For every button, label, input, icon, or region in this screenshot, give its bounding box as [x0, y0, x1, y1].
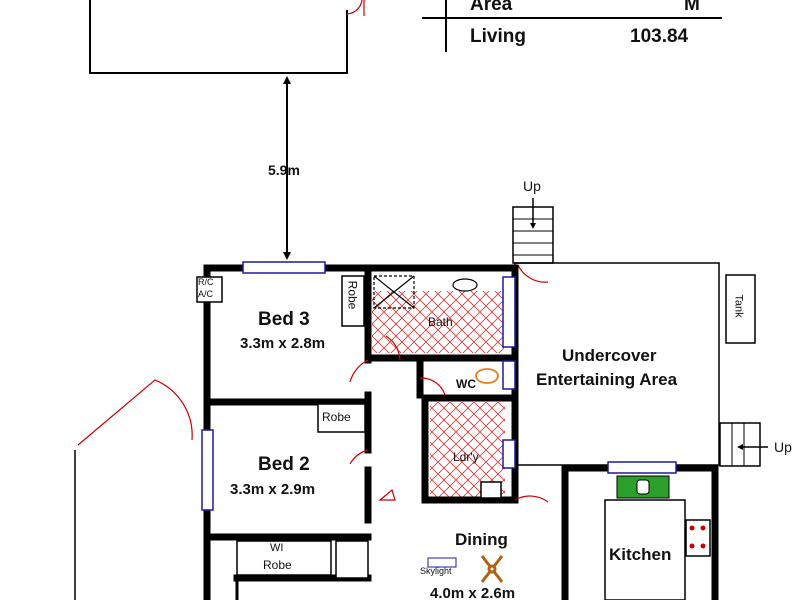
bath-fixtures [373, 275, 478, 309]
setback-label: 5.9m [268, 162, 300, 178]
wi-label: WI [270, 542, 284, 554]
bed3-name: Bed 3 [258, 309, 310, 330]
rc-ac-label-1: R/C [198, 277, 214, 287]
door-swing [517, 264, 549, 283]
fixtures [196, 275, 711, 600]
wi-robe-label: Robe [263, 558, 292, 572]
tank-label: Tank [732, 294, 745, 318]
garage-outline [89, 0, 365, 74]
rc-ac-label-2: A/C [198, 289, 214, 299]
kitchen-label: Kitchen [609, 545, 672, 564]
bed3-size: 3.3m x 2.8m [240, 335, 326, 352]
area-table-lines [422, 0, 722, 52]
rear-steps [512, 198, 554, 264]
skylight [427, 557, 457, 568]
tank [725, 274, 756, 344]
bed2-name: Bed 2 [258, 454, 310, 475]
wc-label: WC [456, 377, 476, 391]
dining-name: Dining [455, 530, 508, 549]
cooktop [689, 525, 706, 549]
toilet-icon [475, 368, 499, 384]
area-table-header-right: M [684, 0, 700, 15]
undercover-line1: Undercover [562, 346, 657, 365]
laundry-label: Ldr'y [453, 450, 479, 464]
steps-top-label: Up [523, 178, 541, 194]
side-gate [74, 379, 193, 600]
dining-size: 4.0m x 2.6m [430, 585, 516, 602]
robe-bed2-label: Robe [322, 410, 351, 424]
area-table-header-left: Area [470, 0, 513, 15]
ceiling-fan-icon [480, 555, 504, 583]
area-table-row-label: Living [470, 26, 526, 47]
door-swings [349, 335, 549, 503]
sink-bowl [636, 479, 650, 495]
side-steps [719, 422, 768, 467]
bed2-size: 3.3m x 2.9m [230, 481, 316, 498]
area-table-row-value: 103.84 [630, 26, 689, 47]
skylight-label: Skylight [420, 566, 452, 576]
undercover-line2: Entertaining Area [536, 370, 678, 389]
steps-right-label: Up [774, 439, 792, 455]
windows [201, 261, 677, 511]
robe-bed3-label: Robe [345, 280, 360, 310]
bath-label: Bath [428, 315, 453, 329]
